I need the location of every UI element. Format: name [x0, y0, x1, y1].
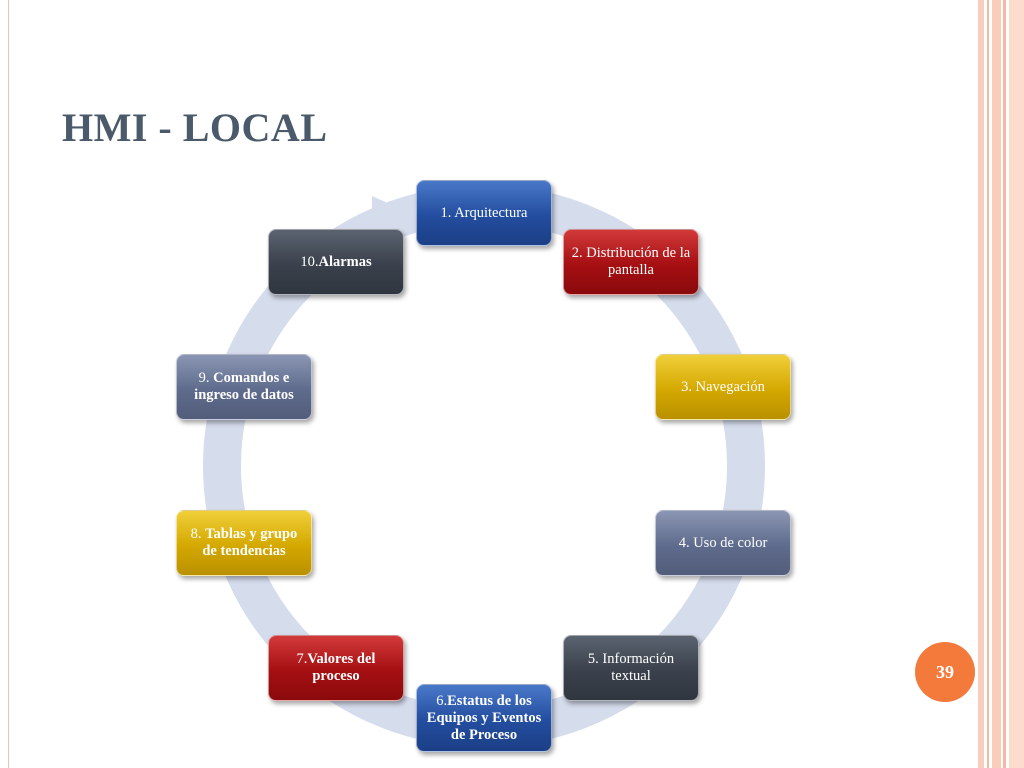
node-navegacion: 3. Navegación: [655, 354, 791, 420]
node-comandos-datos: 9. Comandos e ingreso de datos: [176, 354, 312, 420]
node-arquitectura: 1. Arquitectura: [416, 180, 552, 246]
node-number: 7.: [296, 651, 308, 667]
node-label: Arquitectura: [454, 204, 528, 221]
node-label: Valores del proceso: [307, 651, 376, 684]
node-label: Comandos e ingreso de datos: [194, 370, 294, 403]
node-alarmas: 10.Alarmas: [268, 229, 404, 295]
node-estatus-equipos: 6.Estatus de los Equipos y Eventos de Pr…: [416, 684, 552, 752]
node-number: 1.: [440, 204, 455, 221]
node-label: Alarmas: [318, 253, 372, 270]
node-number: 5.: [587, 651, 603, 667]
right-border-stripe: [992, 0, 1001, 768]
left-border-line: [8, 0, 9, 768]
node-number: 4.: [678, 534, 694, 551]
node-distribucion-pantalla: 2. Distribución de la pantalla: [563, 229, 699, 295]
node-valores-proceso: 7.Valores del proceso: [268, 635, 404, 701]
node-number: 2.: [571, 245, 587, 261]
node-number: 8.: [190, 526, 206, 542]
node-label: Uso de color: [693, 534, 768, 551]
node-number: 6.: [436, 692, 448, 709]
right-border-stripe: [1003, 0, 1006, 768]
node-tablas-tendencias: 8. Tablas y grupo de tendencias: [176, 510, 312, 576]
slide-title: HMI - LOCAL: [62, 105, 328, 150]
page-number-badge: 39: [915, 642, 975, 702]
node-number: 3.: [681, 378, 696, 395]
right-border-stripe: [978, 0, 984, 768]
node-informacion-textual: 5. Información textual: [563, 635, 699, 701]
right-border-stripe: [1009, 0, 1024, 768]
node-label: Tablas y grupo de tendencias: [202, 526, 298, 559]
node-label: Estatus de los Equipos y Eventos de Proc…: [426, 692, 542, 743]
node-number: 9.: [198, 370, 214, 386]
arrow-head-icon: [372, 196, 412, 232]
node-label: Distribución de la pantalla: [586, 245, 691, 278]
node-uso-de-color: 4. Uso de color: [655, 510, 791, 576]
page-number: 39: [936, 661, 954, 682]
node-number: 10.: [300, 253, 319, 270]
node-label: Información textual: [602, 651, 675, 684]
right-border-stripe: [987, 0, 989, 768]
node-label: Navegación: [695, 378, 765, 395]
